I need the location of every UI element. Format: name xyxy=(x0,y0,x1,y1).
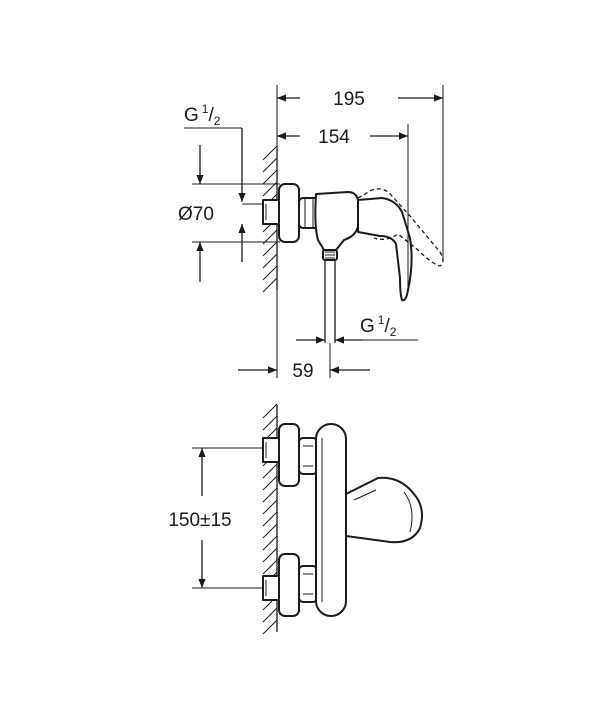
dim-outlet-offset: 59 xyxy=(238,290,370,382)
dim-centers-label: 150±15 xyxy=(168,510,231,531)
dim-overall-width: 195 xyxy=(276,85,444,262)
dim-rosette-diameter: Ø70 xyxy=(178,145,280,282)
dim-overall-label: 195 xyxy=(333,89,365,110)
dim-spout-label: 154 xyxy=(318,127,350,148)
dim-offset-label: 59 xyxy=(292,361,313,382)
mixer-front-view xyxy=(262,423,423,617)
mixer-top-view xyxy=(262,183,444,343)
dim-inlet-centers: 150±15 xyxy=(168,447,262,589)
dim-diameter-label: Ø70 xyxy=(178,204,214,225)
dim-spout-length: 154 xyxy=(277,124,409,292)
front-view: 150±15 xyxy=(168,403,423,635)
